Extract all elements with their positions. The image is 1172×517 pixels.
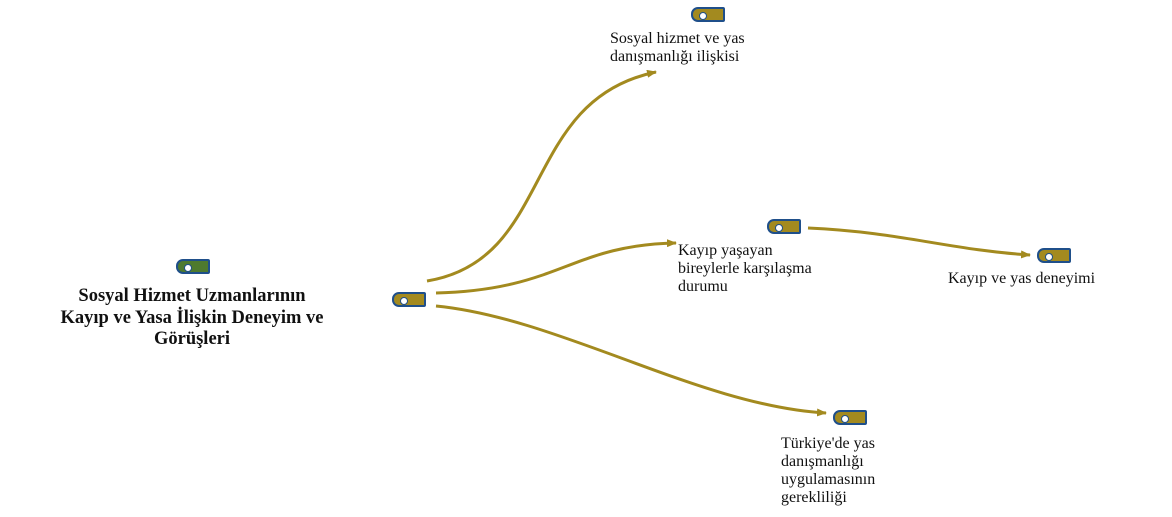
tag-hole: [841, 414, 849, 423]
root-node-label: Sosyal Hizmet Uzmanlarının Kayıp ve Yasa…: [60, 286, 324, 350]
edge-hub-to-encountering: [435, 239, 677, 295]
loss-grief-experience-label: Kayıp ve yas deneyimi: [948, 270, 1096, 287]
tag-hole: [775, 223, 783, 232]
encountering-grieving-code-tag-icon[interactable]: [767, 219, 801, 234]
root-code-tag-icon[interactable]: [176, 259, 210, 274]
necessity-turkey-label: Türkiye'de yas danışmanlığı uygulamasını…: [781, 435, 876, 506]
tag-hole: [184, 263, 192, 272]
edge-encountering-to-loss-experience: [807, 226, 1031, 259]
tag-hole: [1045, 252, 1053, 261]
necessity-turkey-code-tag-icon[interactable]: [833, 410, 867, 425]
encountering-grieving-label: Kayıp yaşayan bireylerle karşılaşma duru…: [678, 242, 812, 295]
edge-hub-to-necessity: [435, 304, 827, 417]
social-work-grief-label: Sosyal hizmet ve yas danışmanlığı ilişki…: [610, 30, 745, 65]
edge-hub-to-social-work-grief: [426, 69, 657, 283]
hub-code-tag-icon[interactable]: [392, 292, 426, 307]
tag-hole: [400, 296, 408, 305]
tag-hole: [699, 11, 707, 20]
loss-grief-experience-code-tag-icon[interactable]: [1037, 248, 1071, 263]
social-work-grief-code-tag-icon[interactable]: [691, 7, 725, 22]
